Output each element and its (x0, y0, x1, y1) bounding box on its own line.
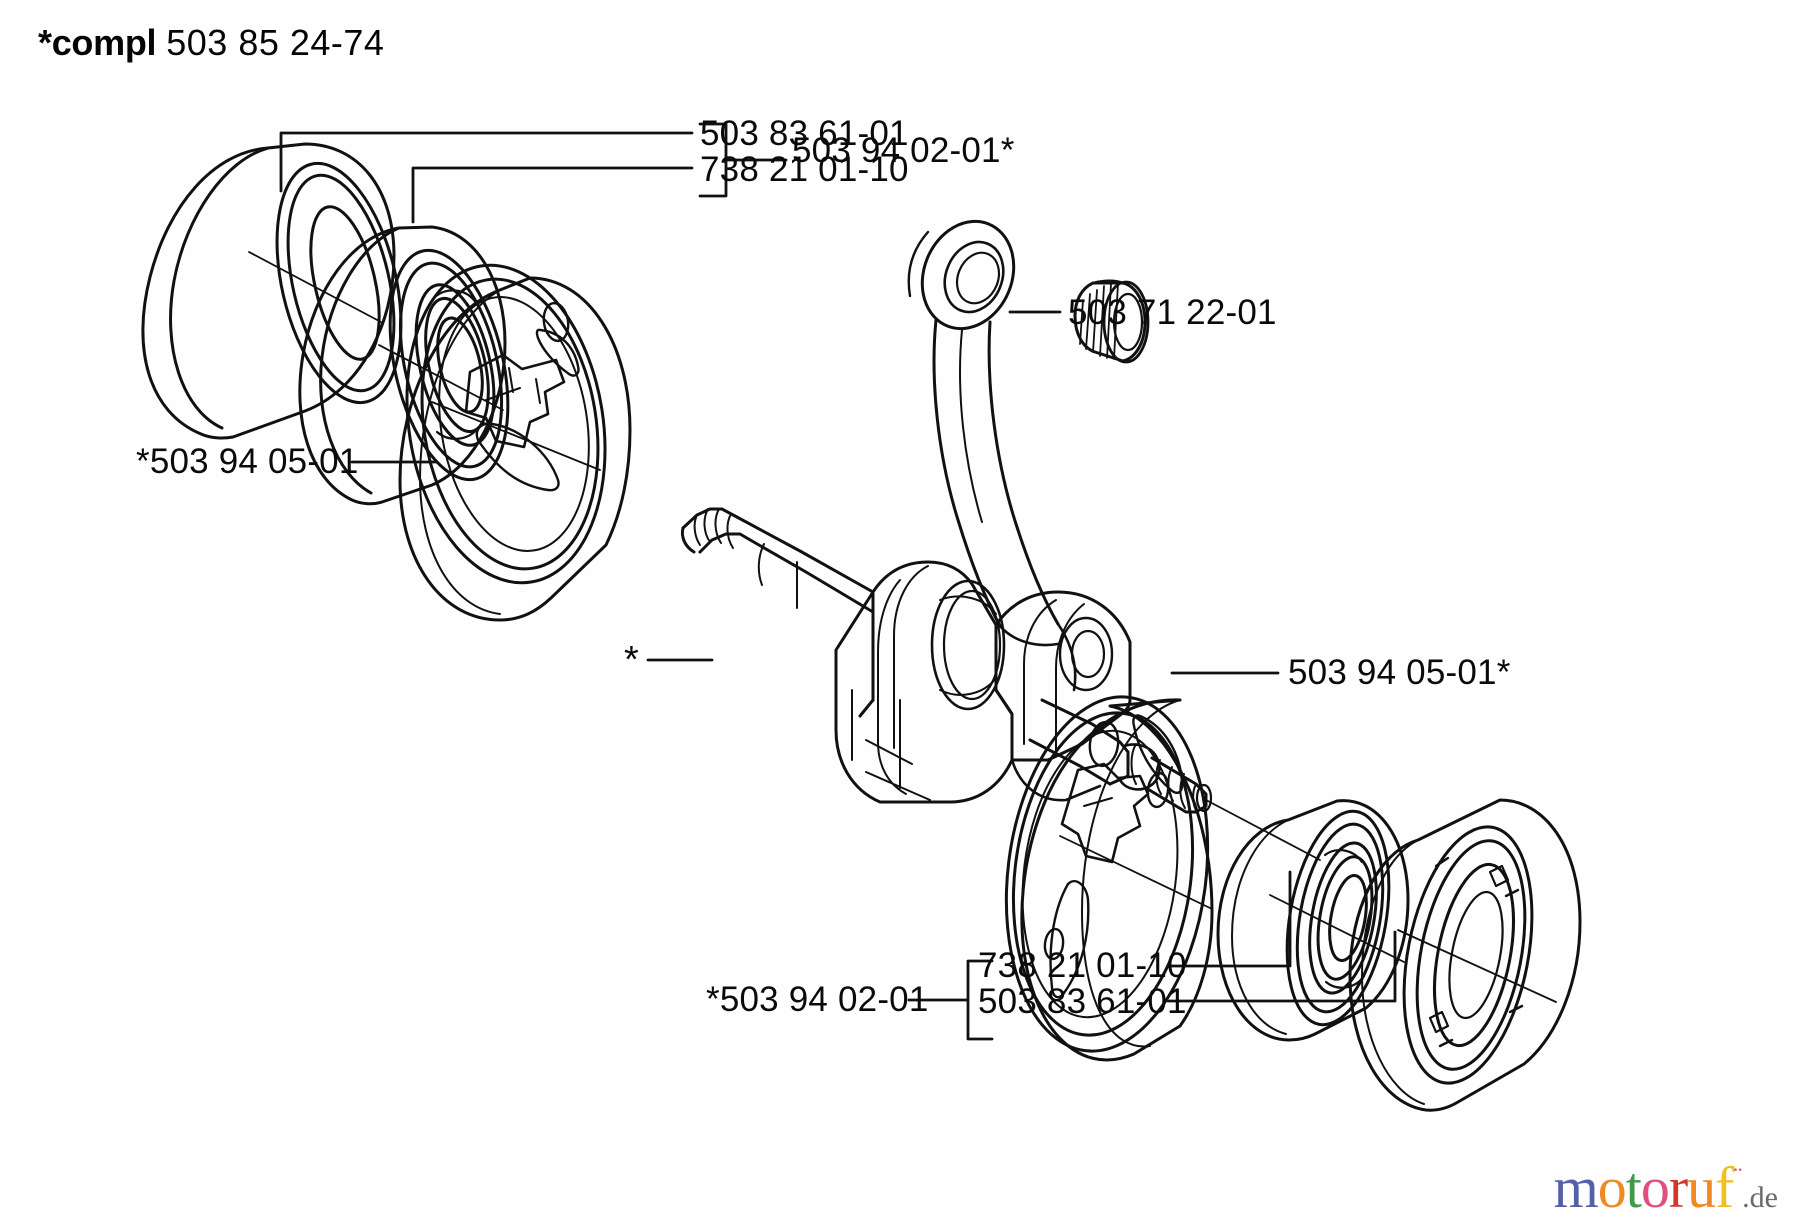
label-clutch-drum-left: *503 94 05-01 (136, 442, 359, 481)
label-seal-bearing-kit-right: *503 94 02-01 (706, 980, 929, 1019)
label-crankshaft-asterisk: * (624, 639, 639, 681)
compl-label: *compl (38, 22, 157, 63)
watermark-letter-1: o (1597, 1155, 1627, 1220)
watermark-tld: .de (1742, 1181, 1778, 1214)
leader-lines-top (279, 122, 788, 224)
part-needle-bearing (1073, 279, 1150, 364)
watermark-letter-3: o (1640, 1155, 1670, 1220)
label-clutch-drum-right: 503 94 05-01* (1288, 653, 1511, 692)
watermark-letter-4: r (1668, 1155, 1688, 1220)
watermark-letter-5: u (1687, 1155, 1716, 1220)
label-seal-bearing-kit-left: 503 94 02-01* (792, 131, 1015, 170)
watermark-accent-dot: ¨ (1733, 1162, 1743, 1191)
watermark-letter-2: t (1625, 1155, 1642, 1220)
watermark-letter-6: f (1715, 1155, 1734, 1220)
part-oil-seal-left (141, 142, 403, 440)
label-needle-bearing: 503 71 22-01 (1068, 293, 1277, 332)
part-ball-bearing-right (1216, 799, 1410, 1042)
label-ball-bearing-left: 738 21 01-10 (700, 150, 909, 189)
label-oil-seal-right: 503 83 61-01 (978, 982, 1187, 1021)
part-oil-seal-right (1348, 798, 1582, 1112)
watermark-motoruf: motoruf¨.de (1554, 1159, 1778, 1217)
part-clutch-drum-right (1004, 695, 1214, 1062)
compl-number: 503 85 24-74 (166, 22, 385, 63)
label-ball-bearing-right: 738 21 01-10 (978, 946, 1187, 985)
leader-lines-bottom (907, 870, 1397, 1041)
part-clutch-drum-left (398, 263, 632, 622)
label-oil-seal-left: 503 83 61-01 (700, 114, 909, 153)
watermark-letter-0: m (1553, 1155, 1599, 1220)
page-title: *compl 503 85 24-74 (38, 22, 384, 64)
watermark-letters: motoruf (1553, 1155, 1735, 1220)
